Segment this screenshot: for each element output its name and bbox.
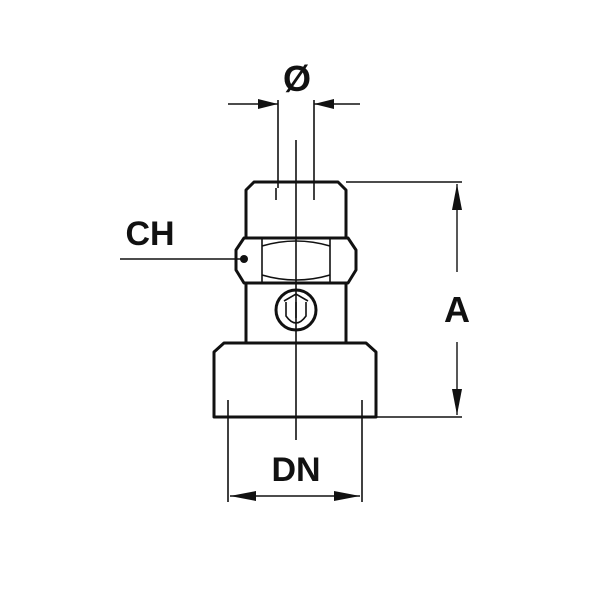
wrench-size-label: CH: [125, 215, 174, 253]
diameter-dimension: [228, 99, 360, 188]
diameter-label: Ø: [283, 58, 311, 99]
nominal-diameter-label: DN: [271, 451, 320, 489]
fitting-body: [244, 283, 348, 343]
nominal-diameter-dimension: [227, 417, 363, 502]
height-dimension: [346, 181, 462, 418]
height-label: A: [444, 289, 470, 330]
fitting-base: [212, 341, 378, 419]
wrench-size-leader: [120, 255, 248, 263]
